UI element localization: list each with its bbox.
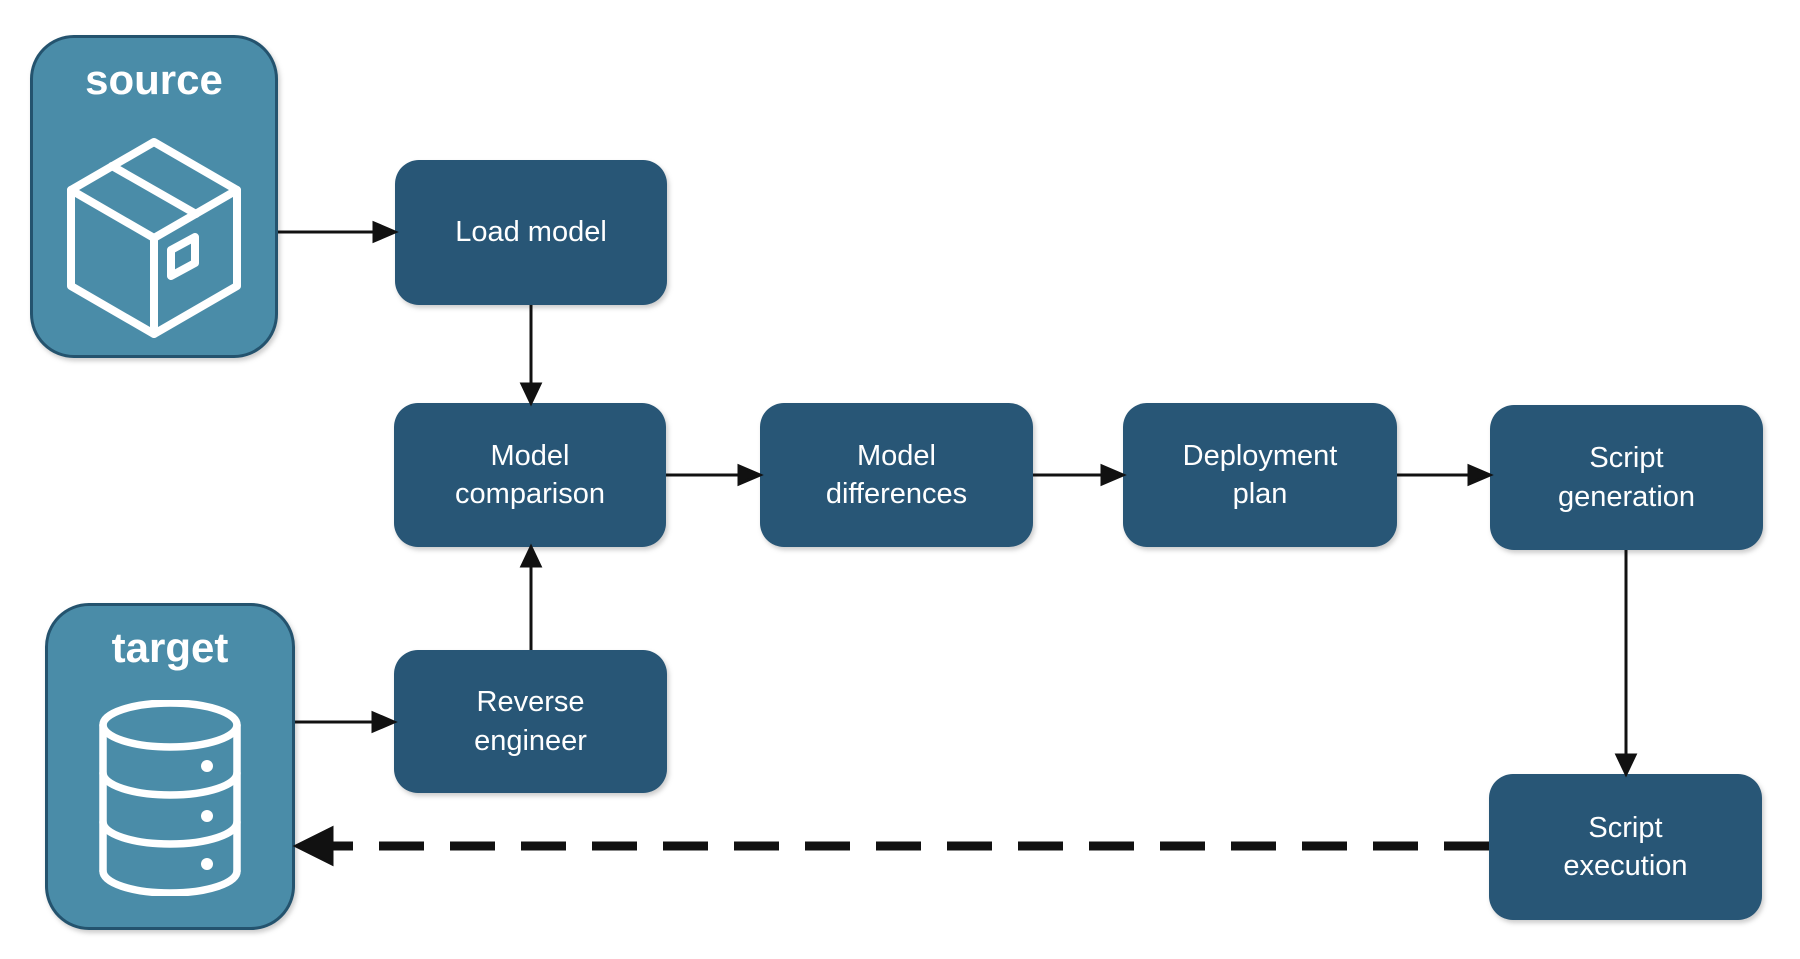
package-icon — [59, 132, 249, 357]
node-reverse-engineer: Reverse engineer — [394, 650, 667, 793]
source-container-label: source — [85, 56, 223, 103]
node-deployment-plan: Deployment plan — [1123, 403, 1397, 547]
source-container: source — [30, 35, 278, 358]
arrowhead — [1467, 463, 1494, 487]
target-container-label: target — [111, 624, 229, 671]
edge-load-model-to-model-comparison — [519, 305, 543, 407]
target-container: target — [45, 603, 295, 930]
edge-model-comparison-to-model-differences — [666, 463, 764, 487]
edge-target-to-reverse-engineer — [295, 710, 398, 734]
arrowhead — [519, 543, 543, 568]
node-script-execution: Script execution — [1489, 774, 1762, 920]
node-model-differences: Model differences — [760, 403, 1033, 547]
node-label: Load model — [455, 216, 607, 249]
node-label: Reverse engineer — [474, 686, 587, 757]
arrowhead — [1614, 753, 1638, 778]
edge-source-to-load-model — [278, 220, 399, 244]
arrowhead — [371, 710, 398, 734]
arrowhead — [1100, 463, 1127, 487]
node-load-model: Load model — [395, 160, 667, 305]
arrowhead — [372, 220, 399, 244]
arrowhead — [519, 382, 543, 407]
node-label: Deployment plan — [1182, 439, 1338, 510]
node-label: Model differences — [825, 439, 968, 510]
node-label: Script execution — [1563, 811, 1688, 882]
node-script-generation: Script generation — [1490, 405, 1763, 550]
database-icon — [95, 699, 245, 901]
edge-reverse-engineer-to-model-comparison — [519, 543, 543, 650]
edge-script-generation-to-script-execution — [1614, 550, 1638, 778]
node-model-comparison: Model comparison — [394, 403, 666, 547]
node-label: Model comparison — [455, 439, 605, 510]
edge-script-execution-to-target-dashed — [292, 825, 1489, 867]
edge-model-differences-to-deployment-plan — [1033, 463, 1127, 487]
edge-deployment-plan-to-script-generation — [1397, 463, 1494, 487]
node-label: Script generation — [1557, 442, 1696, 513]
arrowhead — [737, 463, 764, 487]
arrowhead — [292, 825, 334, 867]
